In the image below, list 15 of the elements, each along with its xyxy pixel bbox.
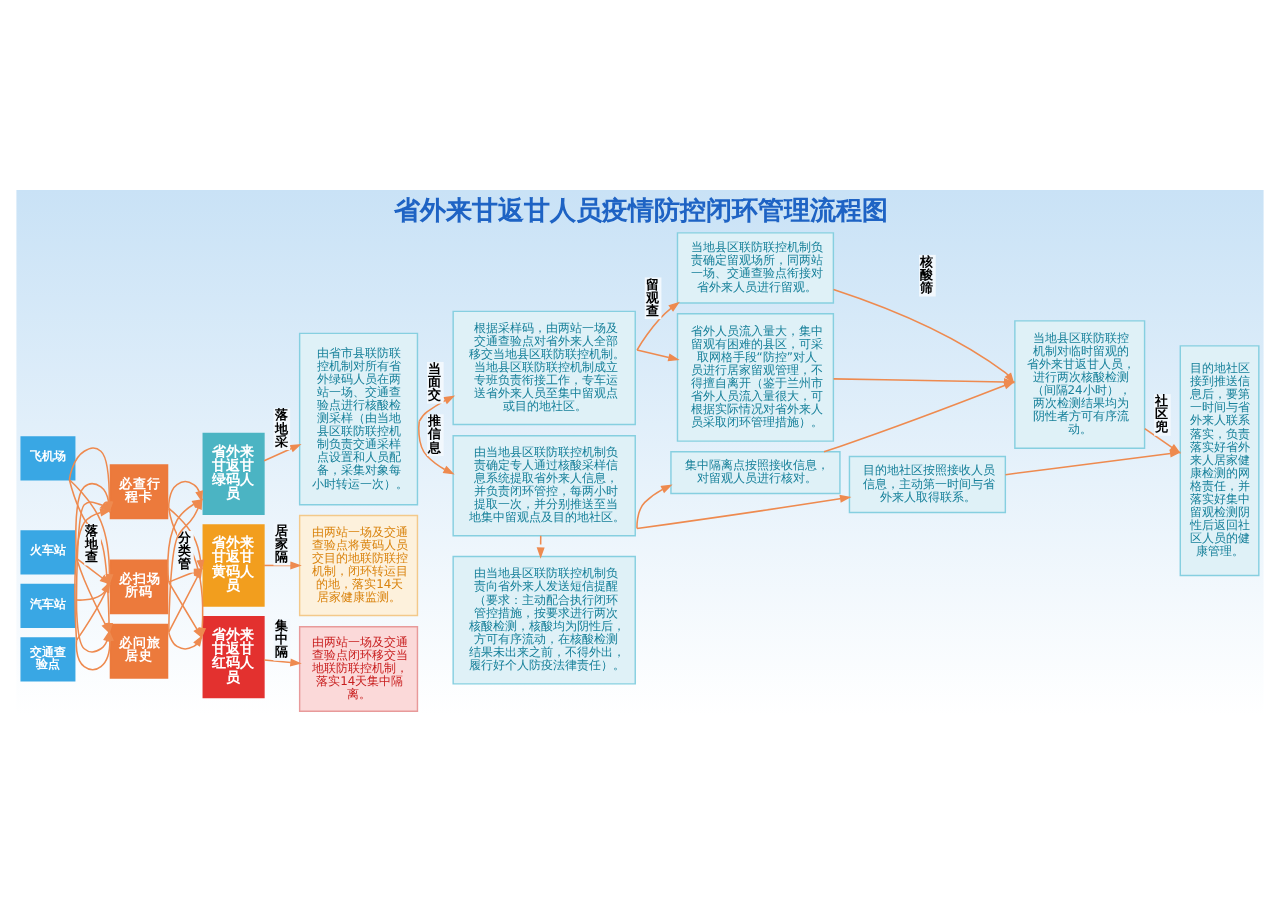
arrow — [263, 560, 302, 569]
arrow — [418, 419, 455, 474]
arrow — [263, 443, 302, 461]
arrow — [418, 394, 456, 422]
arrow — [636, 348, 680, 361]
arrow — [263, 657, 302, 666]
arrow — [75, 580, 111, 600]
arrow — [636, 300, 680, 350]
arrow — [636, 493, 852, 529]
arrow — [75, 556, 111, 634]
arrow — [167, 580, 203, 638]
arrow — [1004, 448, 1182, 475]
arrow — [167, 630, 203, 649]
diagram-title: 省外来甘返甘人员疫情防控闭环管理流程图 — [393, 196, 888, 227]
arrow — [636, 483, 673, 529]
